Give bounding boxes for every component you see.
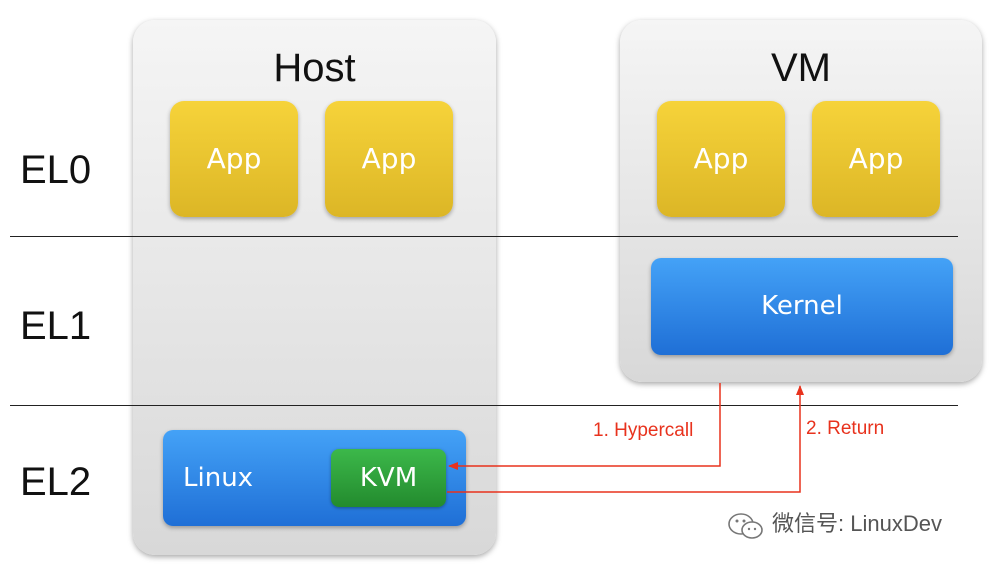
host-app-2: App [325, 101, 453, 217]
el0-el1-divider [10, 236, 958, 237]
el2-label: EL2 [20, 460, 92, 504]
el0-label: EL0 [20, 148, 92, 192]
vm-title: VM [771, 46, 831, 90]
kernel-label: Kernel [761, 291, 843, 321]
host-title: Host [273, 46, 356, 90]
watermark-text: 微信号: LinuxDev [772, 511, 942, 536]
el1-label: EL1 [20, 304, 92, 348]
host-app-1: App [170, 101, 298, 217]
hypercall-label: 1. Hypercall [593, 420, 694, 441]
return-arrow [447, 385, 804, 493]
kvm-box: KVM [331, 449, 446, 507]
vm-app-2: App [812, 101, 940, 217]
hypercall-arrow [448, 383, 721, 470]
vm-kernel-box: Kernel [651, 258, 953, 355]
vm-app-1: App [657, 101, 785, 217]
wechat-icon [728, 513, 763, 539]
return-label: 2. Return [806, 418, 885, 439]
el1-el2-divider [10, 405, 958, 406]
linux-label: Linux [183, 463, 254, 493]
